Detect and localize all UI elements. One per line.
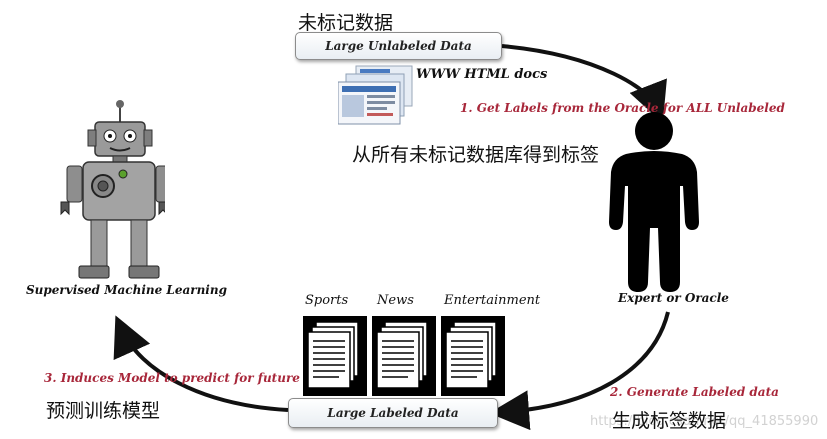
oracle-person-icon xyxy=(609,112,699,292)
arrow-bottom-to-robot xyxy=(113,315,289,412)
step3-cn-label: 预测训练模型 xyxy=(46,400,161,422)
web-docs-icon xyxy=(338,65,413,125)
top-cn-label: 未标记数据 xyxy=(298,12,394,34)
news-docs-icon xyxy=(372,316,436,396)
robot-icon xyxy=(60,100,165,279)
category-sports-label: Sports xyxy=(305,293,349,308)
category-entertainment-label: Entertainment xyxy=(444,293,541,308)
supervised-ml-label: Supervised Machine Learning xyxy=(26,283,227,297)
entertainment-docs-icon xyxy=(441,316,505,396)
step2-label: 2. Generate Labeled data xyxy=(610,385,779,399)
watermark: https://blog.csdn.net/qq_41855990 xyxy=(590,414,819,429)
step3-label: 3. Induces Model to predict for future xyxy=(44,371,300,385)
arrow-oracle-to-bottom xyxy=(489,311,670,431)
large-unlabeled-data-box: Large Unlabeled Data xyxy=(295,32,502,60)
arrow-top-to-oracle xyxy=(501,44,667,123)
step2-cn-label: 生成标签数据 xyxy=(612,410,727,432)
expert-oracle-label: Expert or Oracle xyxy=(618,291,729,305)
category-news-label: News xyxy=(377,293,414,308)
step1-cn-label: 从所有未标记数据库得到标签 xyxy=(352,144,600,166)
large-labeled-data-box: Large Labeled Data xyxy=(288,398,498,428)
www-html-docs-label: WWW HTML docs xyxy=(416,67,548,82)
step1-label: 1. Get Labels from the Oracle for ALL Un… xyxy=(460,101,785,115)
sports-docs-icon xyxy=(303,316,367,396)
